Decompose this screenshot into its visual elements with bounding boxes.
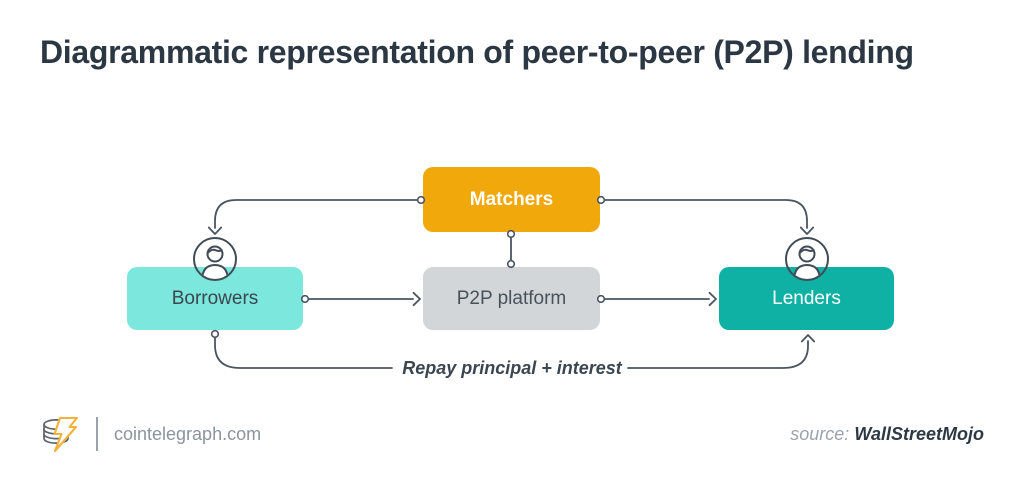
- footer-divider: [96, 417, 98, 451]
- page-title: Diagrammatic representation of peer-to-p…: [40, 34, 914, 70]
- edge-borrowers-p2p: [304, 291, 421, 307]
- node-lenders: Lenders: [719, 267, 894, 330]
- node-matchers: Matchers: [423, 167, 600, 232]
- arrowhead-up-icon: [800, 334, 816, 343]
- edge-matchers-borrowers: [207, 199, 422, 235]
- node-borrowers: Borrowers: [127, 267, 303, 330]
- arrowhead-right-icon: [708, 291, 717, 307]
- edge-p2p-lenders: [600, 291, 717, 307]
- arrowhead-down-icon: [799, 226, 815, 235]
- edge-matchers-lenders: [600, 199, 815, 235]
- source-name: WallStreetMojo: [854, 424, 984, 444]
- footer-brand-url[interactable]: cointelegraph.com: [114, 423, 262, 444]
- source-label: source:: [790, 424, 850, 444]
- source-attribution: source: WallStreetMojo: [790, 424, 984, 445]
- footer-brand-block: cointelegraph.com: [40, 414, 261, 454]
- edge-label-repay: Repay principal + interest: [402, 357, 622, 378]
- cointelegraph-logo-icon: [43, 416, 79, 453]
- arrowhead-right-icon: [412, 291, 421, 307]
- arrowhead-down-icon: [207, 226, 223, 235]
- node-p2p-platform: P2P platform: [423, 267, 600, 330]
